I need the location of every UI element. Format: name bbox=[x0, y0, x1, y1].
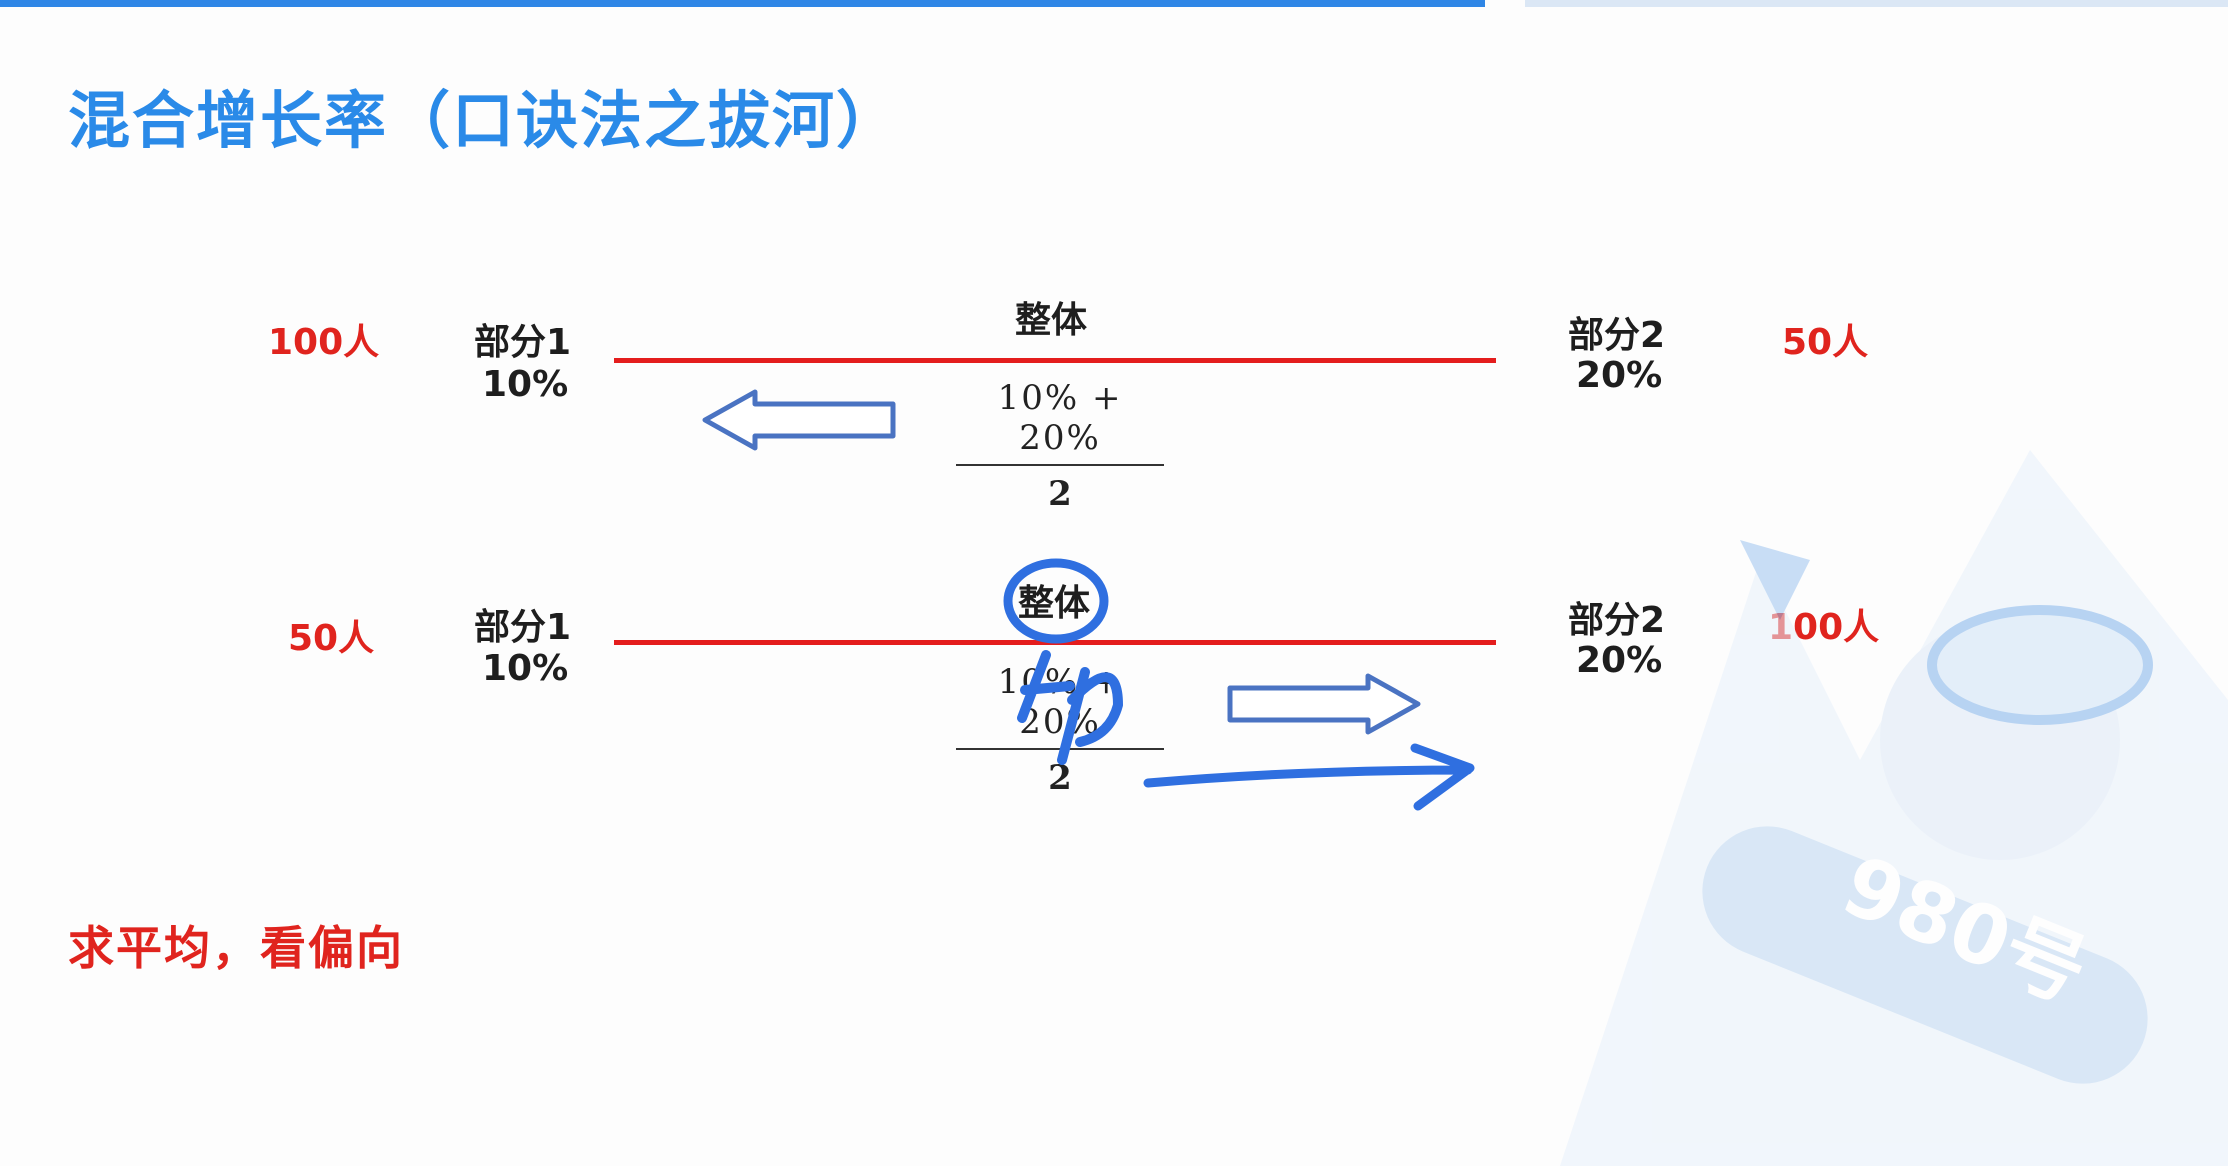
diagram1-whole-label: 整体 bbox=[1015, 300, 1088, 341]
diagram2-right-part: 部分2 bbox=[1568, 600, 1666, 641]
formula-denominator: 2 bbox=[1048, 758, 1072, 798]
diagram1-left-count: 100人 bbox=[268, 322, 380, 363]
fraction-bar bbox=[956, 464, 1164, 466]
key-note: 求平均，看偏向 bbox=[68, 921, 404, 975]
left-arrow-icon bbox=[702, 389, 896, 451]
hand-scribble-mark bbox=[1017, 650, 1123, 765]
mascot-illustration: 980号 bbox=[1560, 450, 2228, 1166]
diagram1-whole-line bbox=[614, 358, 1496, 363]
diagram2-right-rate: 20% bbox=[1576, 640, 1663, 681]
diagram1-right-count: 50人 bbox=[1782, 322, 1869, 363]
diagram2-left-count: 50人 bbox=[288, 618, 375, 659]
slide-title: 混合增长率（口诀法之拔河） bbox=[68, 84, 901, 157]
top-progress-bar bbox=[0, 0, 1485, 7]
diagram1-left-part: 部分1 bbox=[474, 322, 572, 363]
diagram1-left-rate: 10% bbox=[482, 364, 569, 405]
diagram2-left-rate: 10% bbox=[482, 648, 569, 689]
formula-numerator: 10% + 20% bbox=[997, 378, 1123, 458]
diagram1-formula: 10% + 20% 2 bbox=[950, 378, 1170, 514]
handwritten-annotations bbox=[1003, 558, 1475, 811]
hand-circle-mark bbox=[1003, 558, 1109, 644]
formula-denominator: 2 bbox=[1048, 474, 1072, 514]
diagram2-whole-label: 整体 bbox=[1018, 583, 1091, 624]
diagram2-left-part: 部分1 bbox=[474, 607, 572, 648]
hand-drawn-arrow bbox=[1143, 743, 1475, 811]
diagram1-right-rate: 20% bbox=[1576, 355, 1663, 396]
diagram1-right-part: 部分2 bbox=[1568, 315, 1666, 356]
top-bar-right bbox=[1525, 0, 2228, 7]
right-arrow-icon bbox=[1227, 673, 1421, 735]
